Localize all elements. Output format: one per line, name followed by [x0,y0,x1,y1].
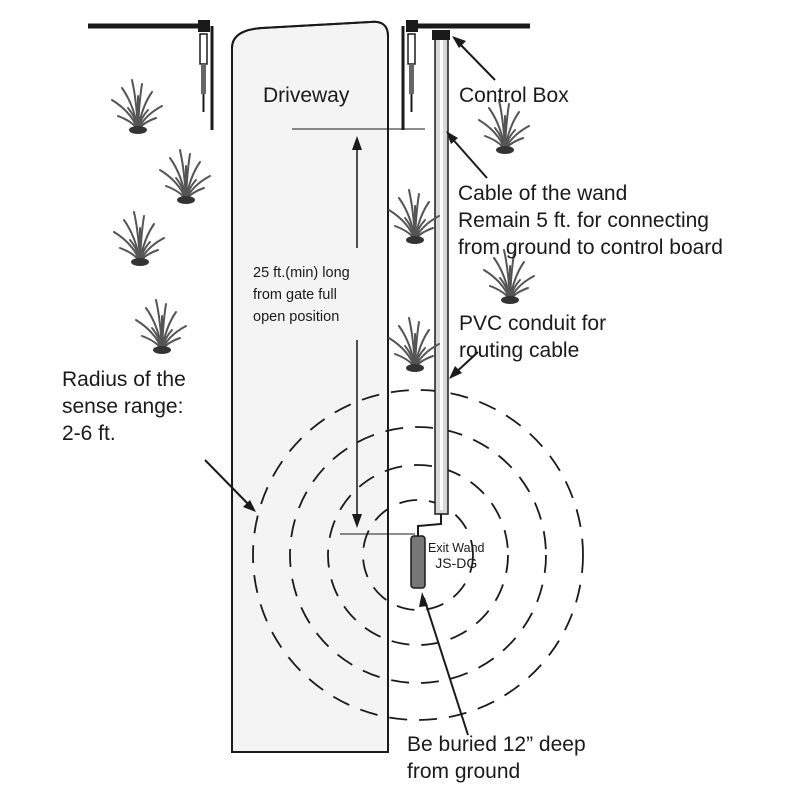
buried-label-line-2: from ground [407,760,521,783]
driveway-strip [231,20,389,753]
conduit-label: PVC conduit for routing cable [459,310,606,364]
grass-tuft-icon [111,79,163,134]
cable-label: Cable of the wand Remain 5 ft. for conne… [458,180,723,261]
leader-arrows [204,36,496,736]
buried-label: Be buried 12” deep from ground [407,731,586,785]
radius-label-line-1: Radius of the [62,368,186,391]
wand-label-line-2: JS-DG [435,555,478,571]
distance-dimension [292,128,425,535]
grass-tuft-icon [483,249,535,304]
distance-label: 25 ft.(min) long from gate full open pos… [253,262,350,328]
wand-cable [417,514,442,536]
buried-label-line-1: Be buried 12” deep [407,733,586,756]
right-gate-hinge-icon [401,20,530,130]
sensor-wand-icon [410,535,426,589]
left-gate-hinge-icon [88,20,214,130]
cable-label-line-1: Cable of the wand [458,182,628,205]
wand-label: Exit Wand JS-DG [428,541,485,571]
control-box-icon [432,30,450,40]
cable-label-line-3: from ground to control board [458,236,723,259]
grass-tufts [111,79,535,372]
radius-label: Radius of the sense range: 2-6 ft. [62,366,186,447]
distance-label-line-1: 25 ft.(min) long [253,265,350,281]
grass-tuft-icon [159,149,211,204]
grass-tuft-icon [478,99,530,154]
control-box-label: Control Box [459,84,569,107]
distance-label-line-2: from gate full [253,287,337,303]
grass-tuft-icon [135,299,187,354]
radius-label-line-3: 2-6 ft. [62,422,116,445]
pvc-conduit [434,35,449,515]
grass-tuft-icon [388,189,440,244]
distance-label-line-3: open position [253,309,340,325]
driveway-label: Driveway [263,84,350,107]
grass-tuft-icon [113,211,165,266]
wand-label-line-1: Exit Wand [428,541,485,555]
sense-range-rings [252,389,584,721]
grass-tuft-icon [388,317,440,372]
cable-label-line-2: Remain 5 ft. for connecting [458,209,709,232]
conduit-label-line-1: PVC conduit for [459,312,607,335]
conduit-label-line-2: routing cable [459,339,580,362]
radius-label-line-2: sense range: [62,395,184,418]
